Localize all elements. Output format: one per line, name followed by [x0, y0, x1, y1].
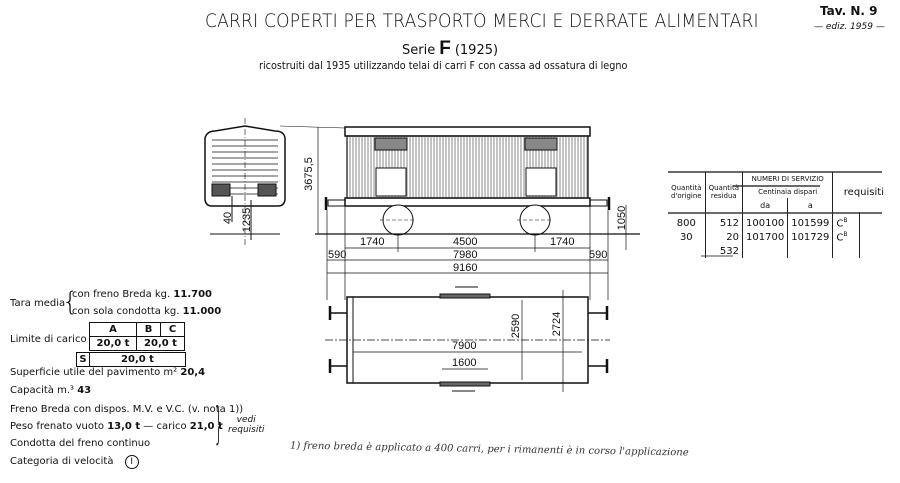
table-row: 30 20 101700 101729 CB [668, 230, 895, 244]
cell-a: 101599 [787, 212, 833, 230]
limit-s-value: 20,0 t [89, 352, 186, 367]
superficie-value: 20,4 [180, 367, 206, 378]
capacita-label: Capacità m.³ [10, 385, 78, 396]
dim-door-width: 1600 [452, 357, 477, 369]
table-row-total: 532 [668, 244, 895, 258]
dim-inner-width: 2590 [510, 313, 523, 339]
peso-vuoto: 13,0 t [107, 421, 141, 432]
dim-height: 3675,5 [302, 157, 315, 191]
dim-wheelbase: 4500 [453, 236, 478, 248]
cell-a: 101729 [787, 230, 833, 244]
req-sup: B [843, 216, 848, 224]
cell-req: CB [832, 230, 860, 244]
capacita-value: 43 [77, 385, 92, 396]
dim-overhang-left: 1740 [360, 236, 385, 248]
header-requisiti: requisiti [832, 172, 895, 212]
subtitle: ricostruiti dal 1935 utilizzando telai d… [259, 60, 628, 72]
limit-b: B [136, 322, 161, 337]
tara-breda-value: 11.700 [173, 289, 212, 300]
cell-empty [859, 244, 895, 258]
cell-empty [742, 244, 788, 258]
dim-overhang-right: 1740 [550, 236, 575, 248]
cell-empty [787, 244, 833, 258]
header-numeri: NUMERI DI SERVIZIO [742, 172, 833, 185]
peso-frenato: Peso frenato vuoto 13,0 t — carico 21,0 … [10, 421, 223, 432]
requisiti: requisiti [228, 425, 265, 435]
capacita: Capacità m.³ 43 [10, 385, 91, 396]
serie-letter: F [439, 38, 451, 59]
req-text: C [836, 232, 844, 244]
end-view [204, 118, 346, 245]
dim-1235: 1235 [241, 207, 254, 233]
req-sup: B [843, 230, 848, 238]
velocita-badge: I [124, 455, 139, 469]
dim-buffer-height: 1050 [616, 205, 629, 231]
header-centinaia: Centinaia dispari [742, 185, 833, 198]
tara-condotta-label: con sola condotta kg. [72, 306, 180, 317]
condotta: Condotta del freno continuo [10, 438, 151, 449]
peso-carico-label: — carico [140, 421, 190, 432]
service-table: Quantità d'origine Quantità residua NUME… [668, 172, 895, 258]
limite-label: Limite di carico [10, 334, 87, 345]
dim-buffer-left: 590 [328, 249, 347, 261]
limit-s: S [76, 352, 90, 367]
side-view [315, 126, 640, 300]
superficie: Superficie utile del pavimento m² 20,4 [10, 367, 205, 378]
dim-plan-length: 7900 [452, 340, 477, 352]
dim-frame-length: 7980 [453, 249, 478, 261]
cell-origine: 30 [679, 231, 693, 243]
brace: { [62, 287, 79, 317]
header-quantita-residua: Quantità residua [704, 172, 743, 212]
cell-total-residua: 532 [704, 244, 743, 258]
brace-right: } [213, 398, 225, 449]
tara-breda: con freno Breda kg. 11.700 [72, 289, 212, 300]
table-row: 800 512 100100 101599 CB [668, 212, 895, 230]
vedi: vedi [236, 415, 256, 425]
cell-origine: 800 [676, 217, 696, 229]
serie-year: (1925) [454, 43, 499, 58]
tara-condotta-value: 11.000 [182, 306, 222, 317]
plan-view [325, 286, 610, 392]
dim-outer-width: 2724 [551, 311, 564, 337]
limit-c: C [160, 322, 185, 337]
cell-empty [668, 244, 705, 258]
dim-40: 40 [222, 211, 235, 225]
dim-total-length: 9160 [453, 262, 478, 274]
header-da: da [742, 198, 788, 212]
cell-da: 101700 [742, 230, 788, 244]
velocita-label: Categoria di velocità [10, 456, 114, 467]
dim-buffer-right: 590 [589, 249, 608, 261]
cell-empty [859, 230, 895, 244]
limit-bc-value: 20,0 t [136, 336, 185, 351]
peso-label: Peso frenato vuoto [10, 421, 108, 432]
tara-condotta: con sola condotta kg. 11.000 [72, 306, 221, 317]
header-a: a [787, 198, 833, 212]
edition: — ediz. 1959 — [814, 22, 885, 32]
cell-residua: 20 [704, 230, 743, 244]
plate-number: Tav. N. 9 [820, 4, 878, 18]
cell-req: CB [832, 212, 860, 230]
limit-a: A [89, 322, 137, 337]
freno: Freno Breda con dispos. M.V. e V.C. (v. … [10, 404, 244, 415]
peso-carico: 21,0 t [189, 421, 223, 432]
tara-breda-label: con freno Breda kg. [72, 289, 171, 300]
cell-empty [832, 244, 860, 258]
velocita: Categoria di velocità I [10, 455, 139, 469]
superficie-label: Superficie utile del pavimento m² [10, 367, 181, 378]
cell-residua: 512 [704, 212, 743, 230]
limit-a-value: 20,0 t [89, 336, 137, 351]
serie-label: Serie [402, 43, 436, 58]
header-quantita-origine: Quantità d'origine [671, 184, 702, 200]
cell-empty [859, 212, 895, 230]
tara-label: Tara media [10, 298, 66, 309]
document-title: CARRI COPERTI PER TRASPORTO MERCI E DERR… [205, 10, 759, 32]
cell-da: 100100 [742, 212, 788, 230]
req-text: C [836, 218, 844, 230]
